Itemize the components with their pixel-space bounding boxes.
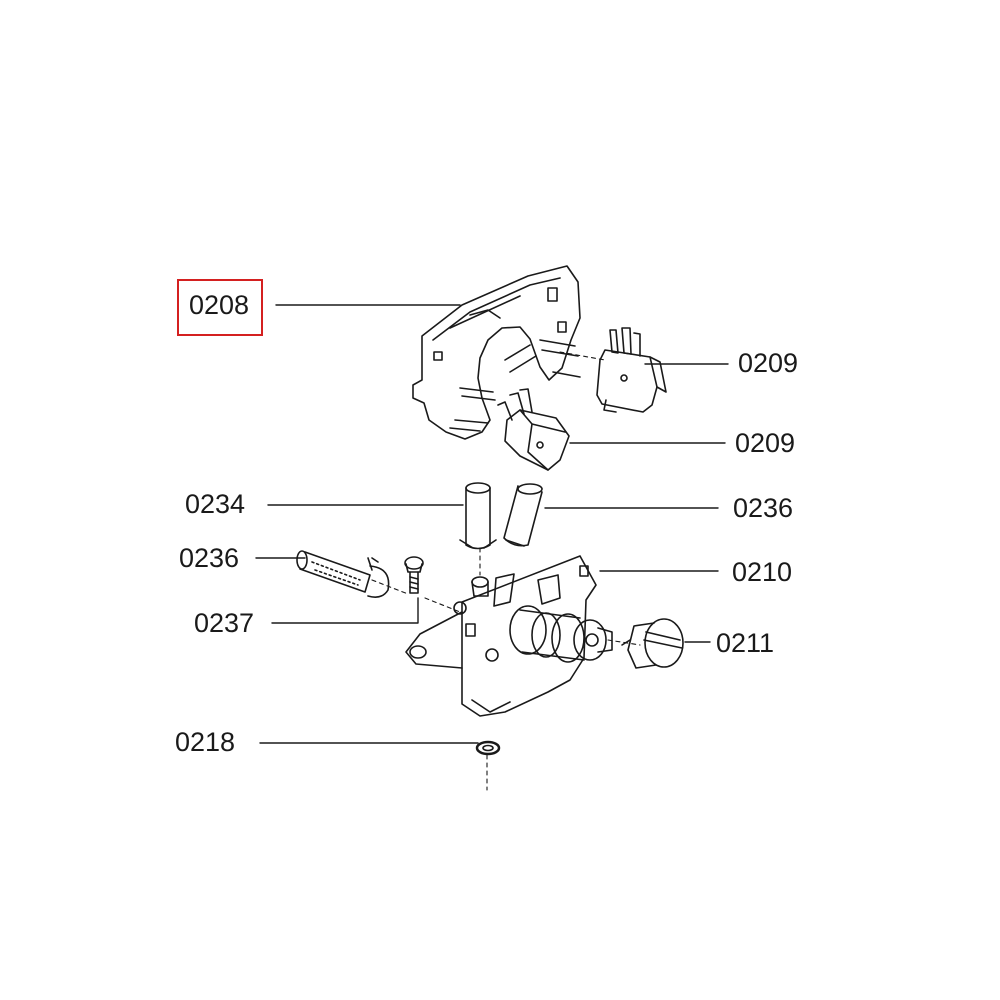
part-0218-washer: [475, 740, 501, 756]
callout-label-0234[interactable]: 0234: [185, 489, 246, 519]
callout-label-0209-lower[interactable]: 0209: [735, 428, 796, 458]
part-0237-screw: [404, 556, 424, 594]
part-0209-switch-lower: [497, 388, 570, 471]
callout-label-0208[interactable]: 0208: [189, 290, 250, 320]
part-0236-sleeve-left: [296, 550, 390, 598]
part-0208-bracket: [412, 265, 581, 440]
part-0234-tube: [459, 482, 497, 550]
leader-lines: [255, 304, 729, 744]
part-0236-sleeve-right: [503, 483, 543, 547]
callout-label-0236-left[interactable]: 0236: [179, 543, 240, 573]
callout-label-0211[interactable]: 0211: [716, 628, 775, 658]
callout-label-0218[interactable]: 0218: [175, 727, 236, 757]
leader-0237: [271, 597, 419, 624]
callout-label-0237[interactable]: 0237: [194, 608, 255, 638]
callout-label-0209-upper[interactable]: 0209: [738, 348, 799, 378]
callout-label-0210[interactable]: 0210: [732, 557, 793, 587]
part-0209-switch-upper: [596, 327, 667, 413]
part-0211-knob: [621, 618, 684, 669]
callout-label-0236-right[interactable]: 0236: [733, 493, 794, 523]
part-0210-valve-bracket: [405, 555, 613, 717]
highlight-box-0208: [177, 279, 263, 336]
